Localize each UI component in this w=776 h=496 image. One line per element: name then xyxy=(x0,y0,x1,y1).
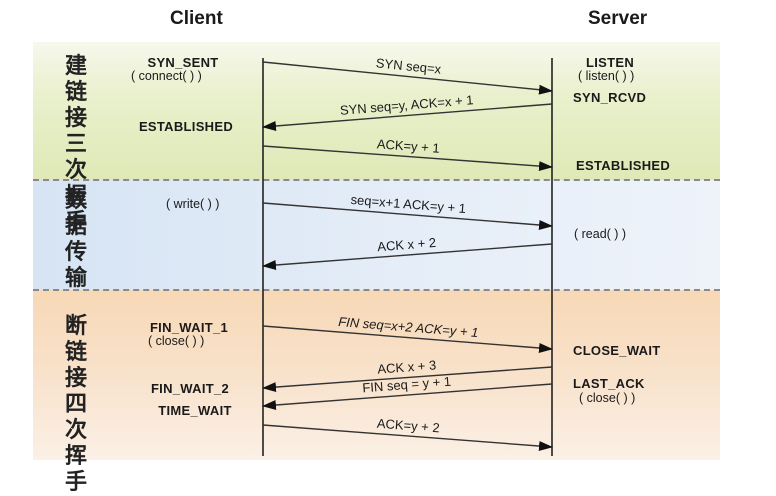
client-call-write: ( write( ) ) xyxy=(166,197,220,211)
server-state-close-wait: CLOSE_WAIT xyxy=(573,343,661,358)
section-close xyxy=(33,290,720,460)
client-state-time-wait: TIME_WAIT xyxy=(158,403,232,418)
client-state-established: ESTABLISHED xyxy=(138,119,234,134)
section-label-handshake: 建链接三次握手 xyxy=(64,54,87,235)
message-arrow xyxy=(262,103,553,131)
message-arrow xyxy=(262,202,553,230)
section-data-transfer xyxy=(33,180,720,290)
client-state-fin-wait-1: FIN_WAIT_1 xyxy=(149,320,229,335)
server-call-close: ( close( ) ) xyxy=(579,391,636,405)
message-label: seq=x+1 ACK=y + 1 xyxy=(350,192,466,216)
message-arrow xyxy=(262,325,553,353)
message-arrow xyxy=(262,61,553,95)
message-label: FIN seq=x+2 ACK=y + 1 xyxy=(338,314,479,340)
client-state-syn-sent: SYN_SENT xyxy=(147,55,219,70)
section-divider xyxy=(33,179,720,181)
server-header: Server xyxy=(588,8,648,29)
message-label: SYN seq=y, ACK=x + 1 xyxy=(339,92,474,118)
section-label-data-transfer: 数据传输 xyxy=(64,188,87,291)
client-call-connect: ( connect( ) ) xyxy=(131,69,202,83)
message-label: ACK x + 3 xyxy=(377,357,437,376)
message-label: SYN seq=x xyxy=(375,55,442,77)
message-label: ACK x + 2 xyxy=(377,235,437,254)
server-call-read: ( read( ) ) xyxy=(574,227,627,241)
client-state-fin-wait-2: FIN_WAIT_2 xyxy=(150,381,230,396)
message-arrow xyxy=(262,366,553,393)
server-state-established: ESTABLISHED xyxy=(576,158,671,173)
message-arrow xyxy=(262,383,553,410)
server-state-listen: LISTEN xyxy=(586,55,635,70)
message-label: ACK=y + 2 xyxy=(376,416,440,436)
client-call-close: ( close( ) ) xyxy=(148,334,205,348)
server-state-last-ack: LAST_ACK xyxy=(573,376,645,391)
message-label: ACK=y + 1 xyxy=(376,136,440,156)
server-call-listen: ( listen( ) ) xyxy=(578,69,635,83)
message-arrow xyxy=(262,424,553,451)
message-arrow xyxy=(262,145,553,172)
section-handshake xyxy=(33,42,720,180)
message-label: FIN seq = y + 1 xyxy=(362,374,452,396)
message-arrow xyxy=(262,243,553,270)
section-divider xyxy=(33,289,720,291)
server-state-syn-rcvd: SYN_RCVD xyxy=(573,90,647,105)
client-header: Client xyxy=(170,8,223,29)
